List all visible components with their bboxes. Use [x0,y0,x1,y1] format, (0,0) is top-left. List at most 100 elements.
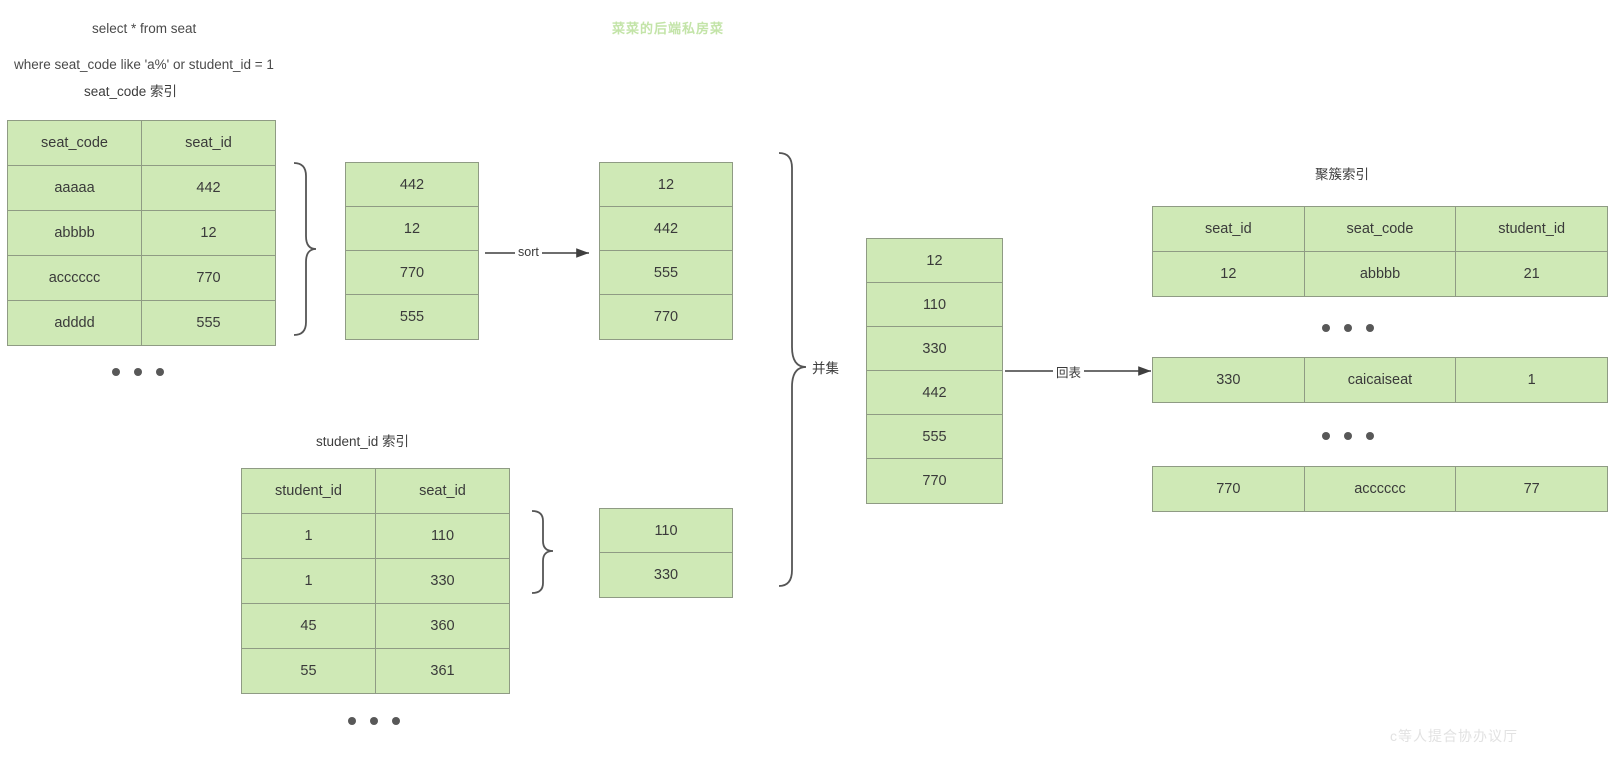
sql-query-text: select * from seat where seat_code like … [14,2,414,92]
student-id-index-table: student_id seat_id 1 110 1 330 45 360 55… [241,468,510,694]
list-item: 555 [600,251,732,295]
table-row: 1 330 [241,558,510,604]
cell-seat-id: 110 [375,513,510,559]
cell-seat-code: acccccc [1303,466,1457,512]
cell-student-id: 21 [1455,251,1608,297]
cell-seat-code: aaaaa [7,165,142,211]
sql-line-2: where seat_code like 'a%' or student_id … [14,57,274,72]
student-id-index-caption: student_id 索引 [316,434,410,449]
list-item: 770 [346,251,478,295]
seat-code-index-ellipsis [112,368,164,376]
table-row: aaaaa 442 [7,165,276,211]
list-item: 555 [867,415,1002,459]
cell-seat-code: abbbb [1303,251,1457,297]
cell-seat-code: acccccc [7,255,142,301]
column-header-seat-id: seat_id [375,468,510,514]
column-header-seat-id: seat_id [141,120,276,166]
list-item: 12 [867,239,1002,283]
cell-seat-id: 555 [141,300,276,346]
list-item: 330 [653,567,679,583]
list-item: 442 [867,371,1002,415]
lookup-arrow-label: 回表 [1053,362,1085,381]
table-header-row: seat_code seat_id [7,120,276,166]
table-row: abbbb 12 [7,210,276,256]
cell-seat-id: 770 [1152,466,1305,512]
union-list: 12 110 330 442 555 770 [866,238,1003,504]
table-row: 770 acccccc 77 [1152,466,1608,512]
cell-student-id: 77 [1455,466,1608,512]
dot-icon [1366,324,1374,332]
clustered-index-highlight-row: 330 caicaiseat 1 [1152,357,1608,403]
table-row: acccccc 770 [7,255,276,301]
watermark-top: 菜菜的后端私房菜 [612,21,725,36]
table-row: 12 abbbb 21 [1152,251,1608,297]
cell-student-id: 45 [241,603,376,649]
column-header-seat-id: seat_id [1152,206,1305,252]
list-item: 770 [653,309,679,325]
student-id-index-ellipsis [348,717,400,725]
list-item: 555 [399,309,425,325]
list-item: 12 [600,163,732,207]
cell-seat-id: 330 [1152,357,1305,403]
clustered-index-ellipsis-bottom [1322,432,1374,440]
table-row: 55 361 [241,648,510,694]
list-item: 110 [600,509,732,553]
cell-seat-id: 12 [141,210,276,256]
clustered-index-last-row: 770 acccccc 77 [1152,466,1608,512]
table-row: 330 caicaiseat 1 [1152,357,1608,403]
cell-student-id: 1 [241,513,376,559]
seat-code-index-caption: seat_code 索引 [84,84,178,99]
student-seat-id-list: 110 330 [599,508,733,598]
cell-seat-code: abbbb [7,210,142,256]
union-label: 并集 [812,361,839,376]
clustered-index-header-table: seat_id seat_code student_id 12 abbbb 21 [1152,206,1608,297]
dot-icon [1322,324,1330,332]
sort-arrow-label: sort [515,245,542,259]
dot-icon [370,717,378,725]
column-header-student-id: student_id [1455,206,1608,252]
clustered-index-caption: 聚簇索引 [1315,167,1369,182]
cell-student-id: 1 [241,558,376,604]
seat-code-index-table: seat_code seat_id aaaaa 442 abbbb 12 acc… [7,120,276,346]
brace-union [778,152,807,587]
cell-student-id: 1 [1455,357,1608,403]
table-header-row: seat_id seat_code student_id [1152,206,1608,252]
cell-seat-code: caicaiseat [1303,357,1457,403]
seat-id-list-sorted: 12 442 555 770 [599,162,733,340]
brace-student-id [531,510,554,594]
dot-icon [392,717,400,725]
list-item: 12 [346,207,478,251]
dot-icon [1344,324,1352,332]
cell-seat-id: 770 [141,255,276,301]
list-item: 330 [867,327,1002,371]
sql-line-1: select * from seat [92,21,197,36]
seat-id-list-unsorted: 442 12 770 555 [345,162,479,340]
dot-icon [134,368,142,376]
table-row: 1 110 [241,513,510,559]
dot-icon [1322,432,1330,440]
cell-seat-id: 330 [375,558,510,604]
cell-seat-code: adddd [7,300,142,346]
brace-seat-code [293,162,317,336]
list-item: 442 [346,163,478,207]
table-row: 45 360 [241,603,510,649]
dot-icon [156,368,164,376]
list-item: 770 [922,473,947,489]
list-item: 110 [867,283,1002,327]
column-header-student-id: student_id [241,468,376,514]
table-header-row: student_id seat_id [241,468,510,514]
column-header-seat-code: seat_code [1303,206,1457,252]
cell-seat-id: 360 [375,603,510,649]
dot-icon [1344,432,1352,440]
cell-seat-id: 361 [375,648,510,694]
dot-icon [112,368,120,376]
cell-seat-id: 12 [1152,251,1305,297]
table-row: adddd 555 [7,300,276,346]
watermark-bottom: c等人提合协办议厅 [1390,728,1518,744]
list-item: 442 [600,207,732,251]
dot-icon [1366,432,1374,440]
dot-icon [348,717,356,725]
cell-student-id: 55 [241,648,376,694]
clustered-index-ellipsis-top [1322,324,1374,332]
